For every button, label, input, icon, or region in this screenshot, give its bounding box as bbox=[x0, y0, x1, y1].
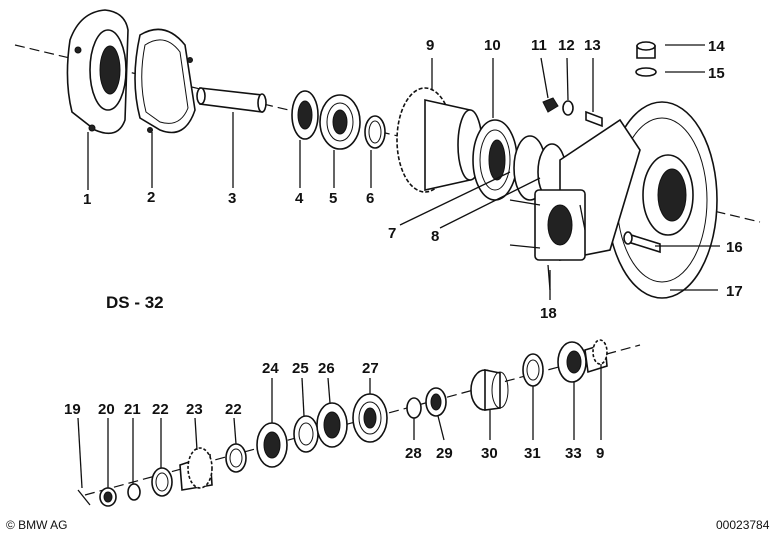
part-17-housing bbox=[534, 101, 718, 299]
part-21-washer bbox=[127, 483, 141, 501]
part-24-cup bbox=[256, 422, 288, 468]
part-20-nut bbox=[99, 487, 117, 507]
callout-14: 14 bbox=[708, 38, 725, 55]
callout-11: 11 bbox=[531, 37, 547, 54]
part-26-cup bbox=[316, 402, 348, 448]
callout-10: 10 bbox=[484, 37, 501, 54]
callout-30: 30 bbox=[481, 445, 498, 462]
part-12-washer bbox=[562, 100, 574, 116]
part-5-bearing bbox=[319, 94, 361, 150]
part-18-studs bbox=[509, 199, 586, 291]
part-13-stud bbox=[585, 110, 603, 128]
callout-22a: 22 bbox=[152, 401, 169, 418]
part-16-bolt bbox=[623, 231, 661, 254]
lower-leader-lines bbox=[77, 364, 602, 489]
callout-18: 18 bbox=[540, 305, 557, 322]
part-7-8-rings bbox=[513, 135, 567, 201]
part-27-bearing bbox=[352, 393, 388, 443]
callout-5: 5 bbox=[329, 190, 337, 207]
upper-leader-lines bbox=[87, 44, 720, 300]
part-29-bearing bbox=[425, 387, 447, 417]
part-33-bearing bbox=[557, 341, 587, 383]
diagram-title: DS - 32 bbox=[106, 293, 164, 312]
part-14-plug bbox=[636, 41, 656, 59]
part-2-gasket bbox=[134, 28, 196, 134]
part-9-pinion bbox=[584, 339, 608, 374]
callout-24: 24 bbox=[262, 360, 279, 377]
callout-17: 17 bbox=[726, 283, 743, 300]
callout-26: 26 bbox=[318, 360, 335, 377]
part-23-gear bbox=[179, 447, 213, 491]
callout-1: 1 bbox=[83, 191, 91, 208]
callout-9b: 9 bbox=[596, 445, 604, 462]
callout-33: 33 bbox=[565, 445, 582, 462]
callout-8: 8 bbox=[431, 228, 439, 245]
part-11-nut bbox=[542, 97, 559, 113]
callout-25: 25 bbox=[292, 360, 309, 377]
callout-19: 19 bbox=[64, 401, 81, 418]
callout-13: 13 bbox=[584, 37, 601, 54]
part-30-sleeve bbox=[470, 369, 509, 411]
callout-7: 7 bbox=[388, 225, 396, 242]
part-31-ring bbox=[522, 353, 544, 387]
callout-2: 2 bbox=[147, 189, 155, 206]
callout-9: 9 bbox=[426, 37, 434, 54]
callout-23: 23 bbox=[186, 401, 203, 418]
callout-6: 6 bbox=[366, 190, 374, 207]
part-3-shaft bbox=[196, 87, 267, 113]
callout-31: 31 bbox=[524, 445, 541, 462]
callout-labels: 1 2 3 4 5 6 7 8 9 10 11 12 13 14 15 16 1… bbox=[64, 37, 743, 462]
part-9-gear bbox=[396, 87, 483, 193]
callout-22b: 22 bbox=[225, 401, 242, 418]
callout-27: 27 bbox=[362, 360, 379, 377]
part-10-bearing bbox=[472, 119, 518, 201]
callout-21: 21 bbox=[124, 401, 141, 418]
part-22-ring bbox=[151, 467, 173, 497]
callout-29: 29 bbox=[436, 445, 453, 462]
part-1-cover bbox=[66, 9, 129, 135]
part-22-ring-b bbox=[225, 443, 247, 473]
part-19-pin bbox=[77, 489, 91, 506]
part-15-washer bbox=[635, 67, 657, 77]
callout-15: 15 bbox=[708, 65, 725, 82]
part-25-ring bbox=[293, 415, 319, 453]
callout-12: 12 bbox=[558, 37, 575, 54]
callout-28: 28 bbox=[405, 445, 422, 462]
callout-3: 3 bbox=[228, 190, 236, 207]
callout-20: 20 bbox=[98, 401, 115, 418]
callout-16: 16 bbox=[726, 239, 743, 256]
copyright: © BMW AG bbox=[6, 518, 68, 532]
part-6-ring bbox=[364, 115, 386, 149]
callout-4: 4 bbox=[295, 190, 304, 207]
part-4-bearing bbox=[291, 90, 319, 140]
diagram-id: 00023784 bbox=[716, 518, 770, 532]
part-28-ring bbox=[406, 397, 422, 419]
